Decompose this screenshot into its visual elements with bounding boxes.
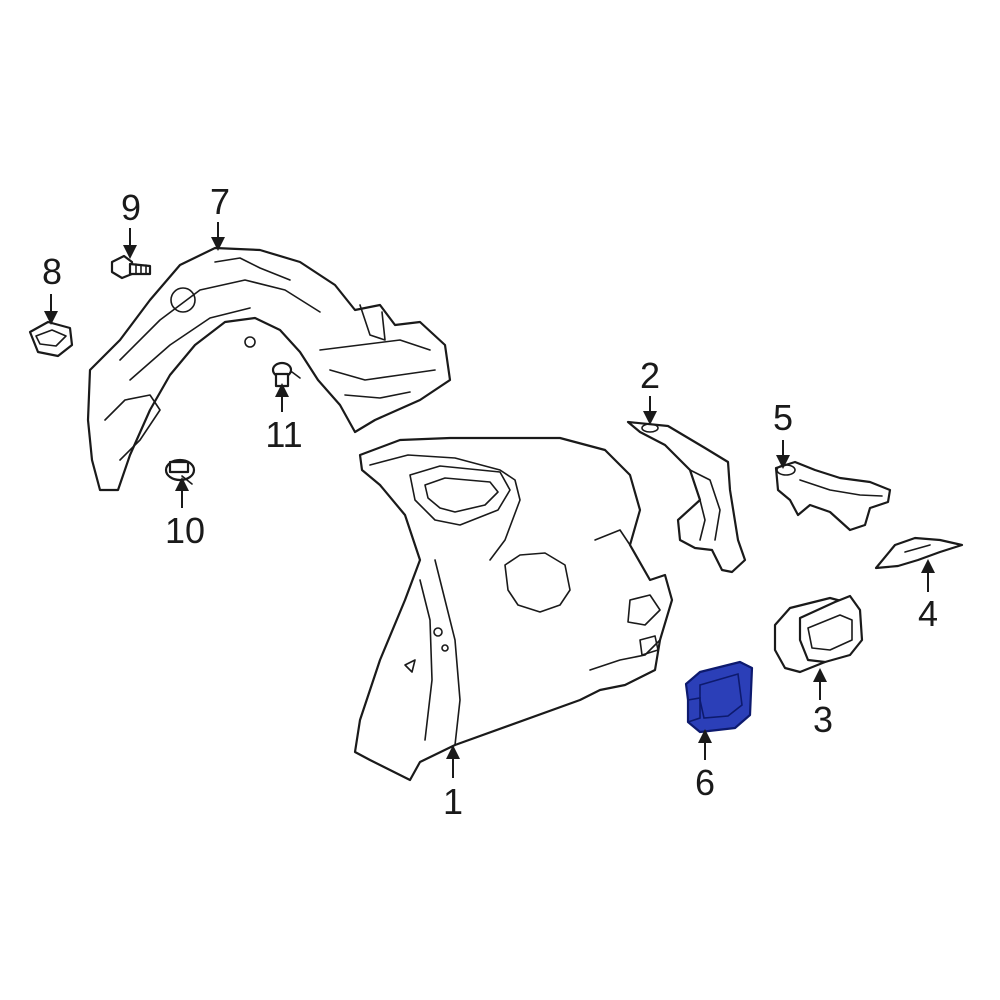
part-1-quarter-panel xyxy=(353,436,674,782)
part-4-bracket xyxy=(874,536,964,570)
part-8-clip xyxy=(28,320,74,358)
callout-6: 6 xyxy=(695,762,715,803)
part-9-bolt xyxy=(110,254,152,280)
part-10-push-pin xyxy=(164,458,196,485)
part-2-bracket xyxy=(626,420,747,574)
callout-9: 9 xyxy=(121,187,141,228)
part-11-push-clip xyxy=(271,361,301,388)
callout-11: 11 xyxy=(265,414,302,455)
part-5-bracket xyxy=(774,460,892,532)
callout-arrows xyxy=(44,222,935,778)
callout-10: 10 xyxy=(165,510,205,551)
part-3-fuel-door xyxy=(773,594,864,674)
part-7-wheelhouse-liner xyxy=(86,246,452,492)
callout-5: 5 xyxy=(773,397,793,438)
callout-labels: 1 2 3 4 5 6 7 8 9 10 11 xyxy=(42,181,938,822)
callout-2: 2 xyxy=(640,355,660,396)
callout-4: 4 xyxy=(918,593,938,634)
callout-3: 3 xyxy=(813,699,833,740)
part-6-fuel-filler-housing xyxy=(684,660,754,734)
callout-7: 7 xyxy=(210,181,230,222)
callout-8: 8 xyxy=(42,251,62,292)
callout-1: 1 xyxy=(443,781,463,822)
